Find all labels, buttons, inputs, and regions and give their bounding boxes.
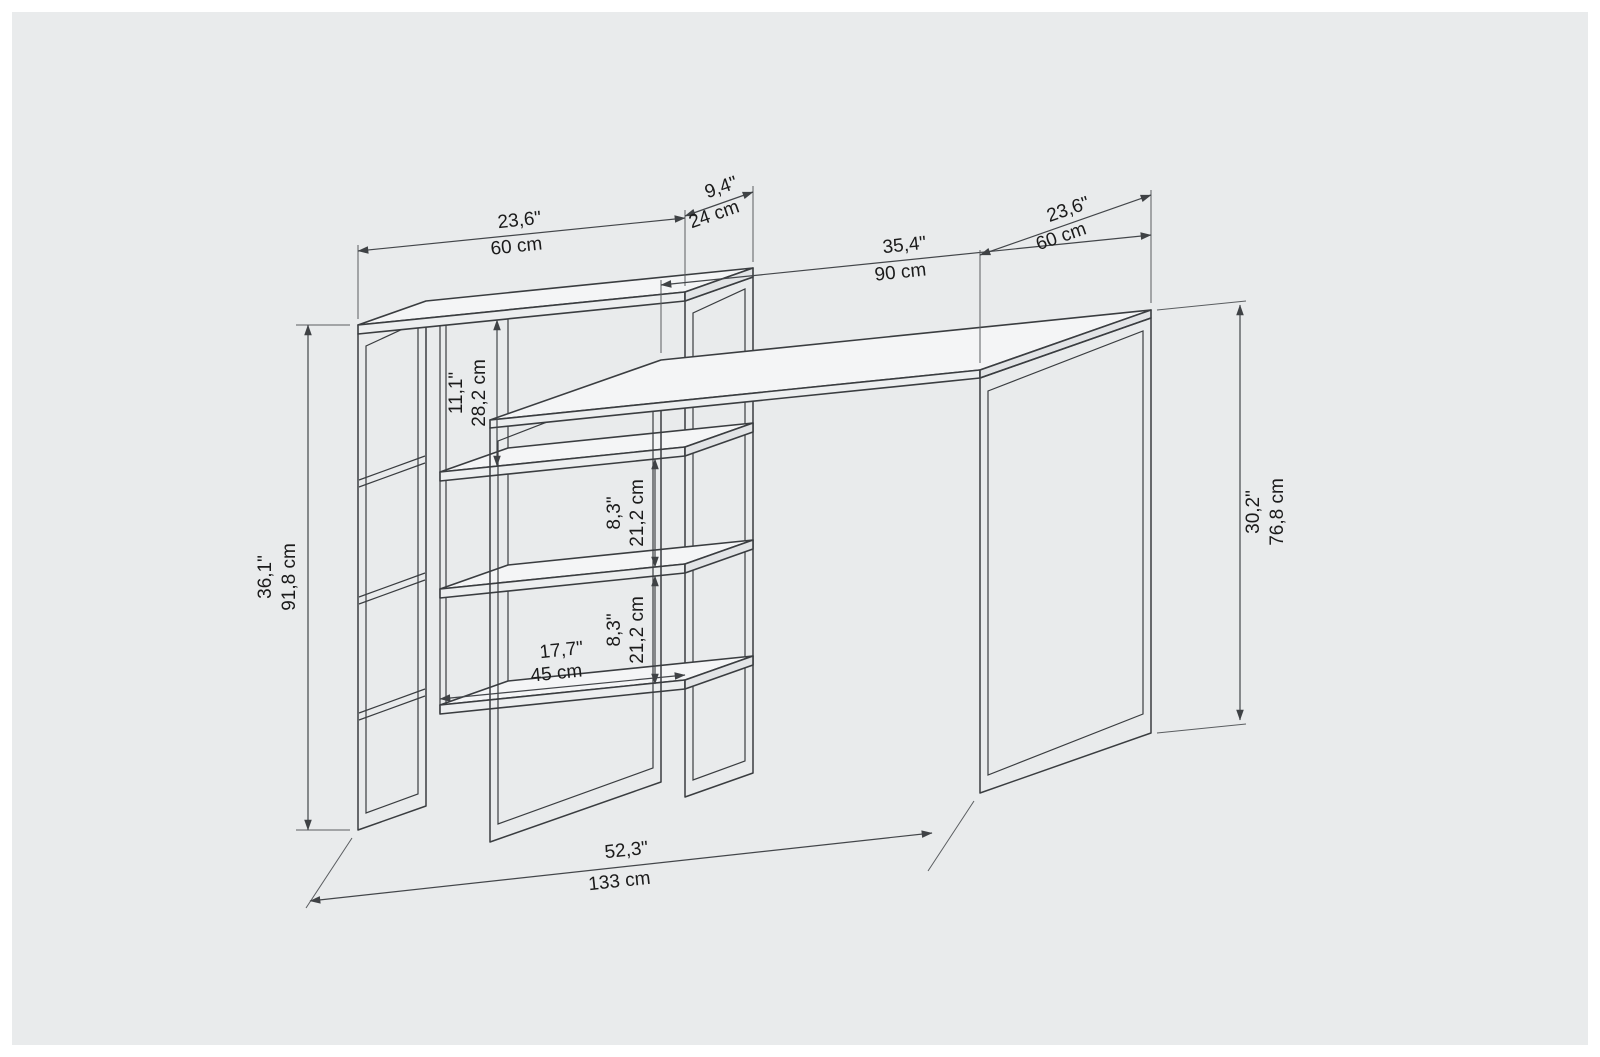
desk-top bbox=[489, 309, 1152, 429]
dimension-label-inches: 11,1" bbox=[446, 372, 467, 414]
dimension-label-cm: 91,8 cm bbox=[279, 543, 300, 611]
shelf-2 bbox=[439, 422, 754, 482]
extension-line bbox=[1156, 723, 1247, 734]
desk-right-leg-outer bbox=[979, 317, 1152, 794]
tower-right-frame-inner bbox=[692, 288, 746, 781]
dimension-shelf-gap-2: 8,3" 21,2 cm bbox=[604, 575, 659, 685]
dimension-line bbox=[439, 672, 686, 702]
dimension-label-inches: 8,3" bbox=[604, 613, 625, 646]
dimension-label-cm: 28,2 cm bbox=[469, 359, 490, 427]
desk bbox=[489, 309, 1152, 843]
canvas-background bbox=[12, 12, 1588, 1045]
dimension-label-inches: 17,7" bbox=[539, 638, 585, 663]
shelf-support-post-front bbox=[439, 325, 447, 713]
dimension-slab-to-shelf-gap: 11,1" 28,2 cm bbox=[446, 319, 501, 467]
dimension-label-inches: 8,3" bbox=[604, 496, 625, 529]
dimension-label-inches: 23,6" bbox=[497, 208, 543, 233]
tower-rung-1 bbox=[358, 455, 426, 488]
shelf-3 bbox=[439, 539, 754, 599]
dimension-line bbox=[684, 191, 754, 217]
shelf-3-side-face bbox=[684, 539, 754, 574]
dimension-label-inches: 52,3" bbox=[604, 838, 650, 863]
tower-rung-3 bbox=[358, 688, 426, 721]
dimension-desk-height: 30,2" 76,8 cm bbox=[1156, 300, 1288, 734]
dimension-bookcase-height: 36,1" 91,8 cm bbox=[255, 324, 350, 831]
dimension-label-inches: 35,4" bbox=[882, 233, 928, 258]
dimension-line bbox=[979, 194, 1152, 256]
dimension-shelf-width: 17,7" 45 cm bbox=[439, 638, 686, 702]
bookcase-tower bbox=[357, 267, 754, 831]
dimension-label-cm: 76,8 cm bbox=[1267, 478, 1288, 546]
dimension-label-cm: 21,2 cm bbox=[627, 479, 648, 547]
extension-line bbox=[1156, 300, 1247, 311]
extension-line bbox=[927, 800, 975, 872]
dimension-label-inches: 30,2" bbox=[1243, 490, 1264, 534]
dimension-shelf-gap-1: 8,3" 21,2 cm bbox=[604, 458, 659, 568]
shelf-2-side-face bbox=[684, 422, 754, 457]
desk-right-leg-inner bbox=[987, 330, 1144, 776]
dimension-line bbox=[309, 830, 933, 904]
dimension-label-cm: 21,2 cm bbox=[627, 596, 648, 664]
tower-rung-2 bbox=[358, 572, 426, 605]
dimension-annotations: 23,6" 60 cm 9,4" 24 cm 35,4" 90 cm 23,6"… bbox=[255, 172, 1288, 909]
dimension-top-shelf-width: 23,6" 60 cm bbox=[357, 208, 686, 319]
dimension-line bbox=[357, 215, 686, 254]
dimension-label-inches: 36,1" bbox=[255, 555, 276, 599]
